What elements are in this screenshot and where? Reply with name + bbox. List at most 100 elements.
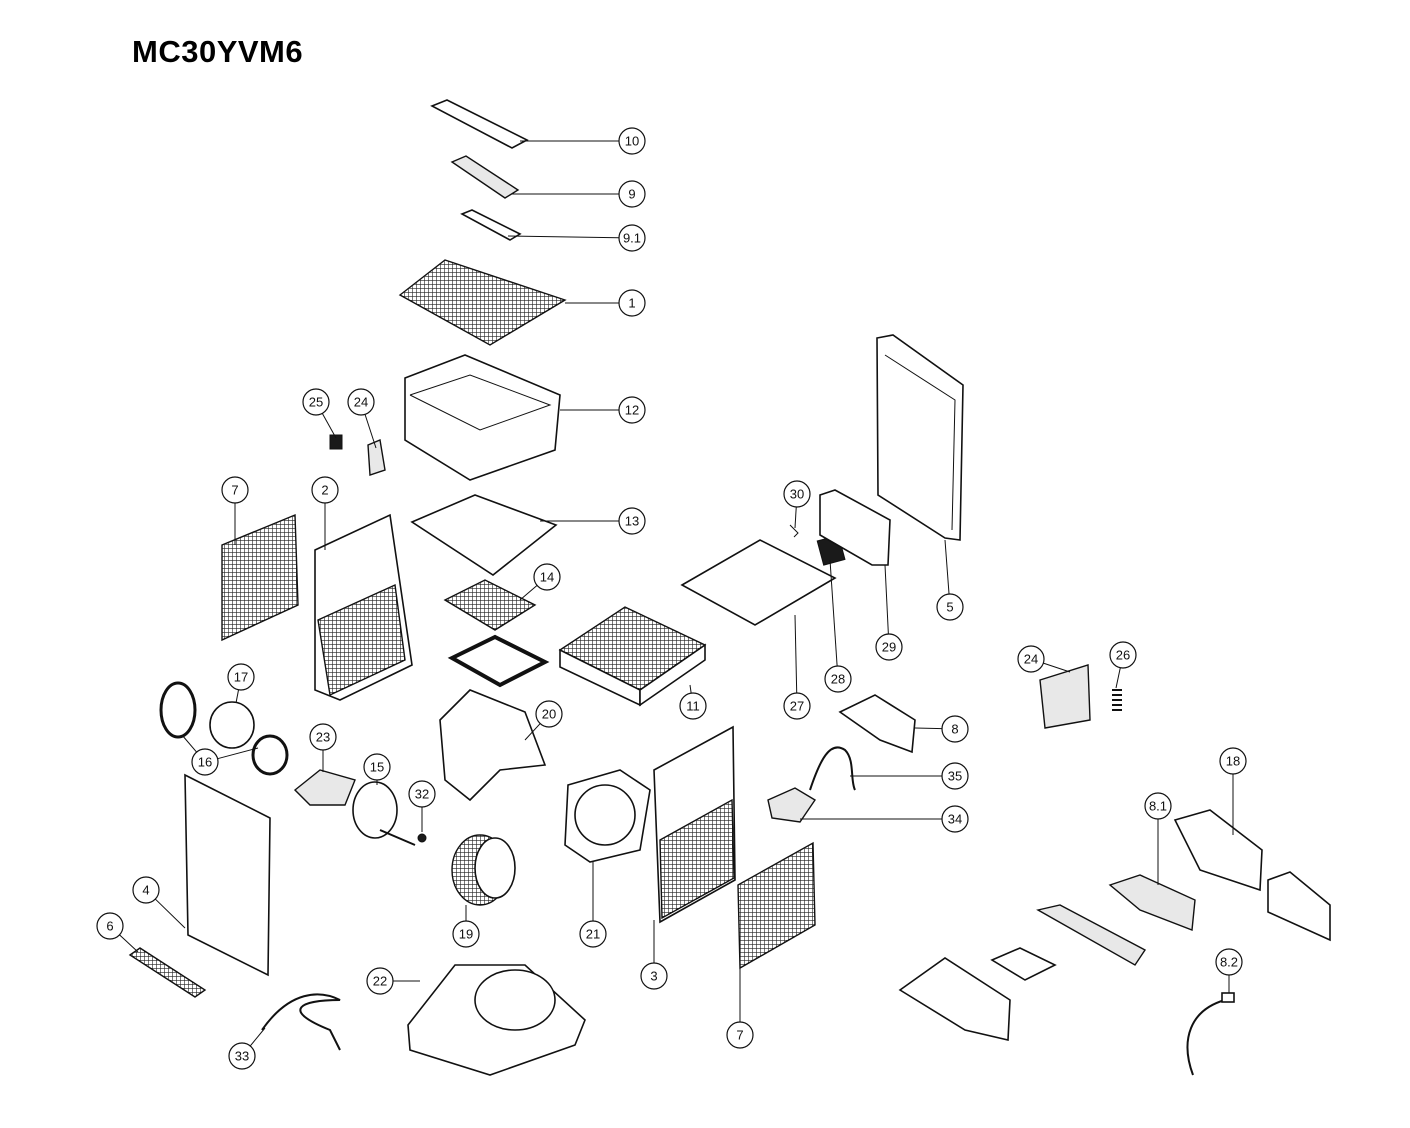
callout-number: 8.1 bbox=[1149, 799, 1167, 814]
callout-circle bbox=[1219, 747, 1247, 775]
leader-line bbox=[689, 684, 692, 694]
callout-number: 21 bbox=[586, 927, 600, 942]
part-24 bbox=[367, 439, 386, 476]
callout-circle bbox=[96, 912, 124, 940]
callout-circle bbox=[618, 396, 646, 424]
callout-number: 6 bbox=[106, 919, 113, 934]
leader-line bbox=[794, 614, 798, 694]
leader-line bbox=[829, 559, 838, 667]
callout-14: 14 bbox=[519, 563, 561, 601]
callout-20: 20 bbox=[524, 700, 563, 741]
part-side-filter-right bbox=[737, 841, 816, 970]
leader-line bbox=[914, 727, 943, 730]
callout-3: 3 bbox=[640, 920, 668, 990]
callout-number: 24 bbox=[1024, 652, 1038, 667]
callout-number: 18 bbox=[1226, 754, 1240, 769]
callout-number: 12 bbox=[625, 403, 639, 418]
leader-line bbox=[507, 235, 620, 239]
callout-circle bbox=[363, 753, 391, 781]
part-back-panel bbox=[876, 334, 964, 541]
callout-number: 32 bbox=[415, 787, 429, 802]
callout-number: 8.2 bbox=[1220, 955, 1238, 970]
callout-11: 11 bbox=[679, 684, 707, 720]
part-duct-20 bbox=[439, 689, 547, 802]
callout-number: 35 bbox=[948, 769, 962, 784]
callout-number: 2 bbox=[321, 483, 328, 498]
callout-number: 34 bbox=[948, 812, 962, 827]
callout-circle bbox=[640, 962, 668, 990]
callout-34: 34 bbox=[800, 805, 969, 833]
part-bracket bbox=[898, 957, 1011, 1041]
callout-circle bbox=[191, 748, 219, 776]
callout-circle bbox=[302, 388, 330, 416]
part-fan-motor bbox=[352, 781, 398, 839]
part-power-cord bbox=[261, 993, 341, 1051]
model-title: MC30YVM6 bbox=[132, 34, 304, 69]
callout-circle bbox=[618, 289, 646, 317]
callout-circle bbox=[228, 1042, 256, 1070]
callout-number: 9 bbox=[628, 187, 635, 202]
callout-number: 4 bbox=[142, 883, 149, 898]
callout-circle bbox=[452, 920, 480, 948]
callout-circle bbox=[726, 1021, 754, 1049]
callout-circle bbox=[408, 780, 436, 808]
leader-line bbox=[1043, 662, 1071, 673]
part-control-board bbox=[450, 155, 520, 199]
part-32 bbox=[417, 833, 427, 843]
callout-circle bbox=[1017, 645, 1045, 673]
callout-32: 32 bbox=[408, 780, 436, 832]
callout-number: 5 bbox=[946, 600, 953, 615]
callout-circle bbox=[309, 723, 337, 751]
part-30 bbox=[789, 524, 799, 538]
callout-10: 10 bbox=[520, 127, 646, 155]
callout-number: 22 bbox=[373, 974, 387, 989]
callout-circle bbox=[618, 507, 646, 535]
callout-circle bbox=[347, 388, 375, 416]
part-side-filter-left bbox=[221, 513, 299, 642]
part-front-panel bbox=[184, 773, 271, 977]
callout-circle bbox=[221, 476, 249, 504]
callout-9.1: 9.1 bbox=[507, 224, 646, 252]
callout-6: 6 bbox=[96, 912, 139, 953]
callout-8.1: 8.1 bbox=[1144, 792, 1172, 885]
part-tray-27 bbox=[680, 539, 837, 626]
callout-number: 3 bbox=[650, 969, 657, 984]
leader-line bbox=[944, 539, 950, 595]
callout-circle bbox=[941, 715, 969, 743]
callout-19: 19 bbox=[452, 905, 480, 948]
callout-circle bbox=[579, 920, 607, 948]
callout-number: 17 bbox=[234, 670, 248, 685]
callout-circle bbox=[1144, 792, 1172, 820]
leader-line bbox=[217, 747, 259, 760]
callout-15: 15 bbox=[363, 753, 391, 785]
part-29 bbox=[819, 489, 891, 566]
callout-circle bbox=[1109, 641, 1137, 669]
callout-circle bbox=[618, 224, 646, 252]
callout-circle bbox=[941, 805, 969, 833]
part-pad bbox=[990, 947, 1057, 981]
part-tray bbox=[1036, 904, 1147, 966]
callout-number: 29 bbox=[882, 640, 896, 655]
callout-2: 2 bbox=[311, 476, 339, 550]
part-prefilter bbox=[410, 494, 558, 576]
callout-number: 9.1 bbox=[623, 231, 641, 246]
leader-line bbox=[321, 413, 337, 439]
callout-number: 8 bbox=[951, 722, 958, 737]
part-upper-frame bbox=[404, 354, 561, 481]
callout-circle bbox=[783, 480, 811, 508]
callout-25: 25 bbox=[302, 388, 337, 439]
callout-16: 16 bbox=[181, 734, 259, 776]
callout-29: 29 bbox=[875, 564, 903, 661]
callout-number: 14 bbox=[540, 570, 554, 585]
leader-line bbox=[884, 564, 889, 635]
callout-number: 13 bbox=[625, 514, 639, 529]
callout-9: 9 bbox=[512, 180, 646, 208]
callout-5: 5 bbox=[936, 539, 964, 621]
callout-24: 24 bbox=[347, 388, 377, 449]
part-16-left bbox=[159, 681, 197, 739]
leader-line bbox=[249, 1027, 266, 1047]
leader-line bbox=[181, 734, 197, 753]
callout-number: 28 bbox=[831, 672, 845, 687]
callout-number: 7 bbox=[736, 1028, 743, 1043]
